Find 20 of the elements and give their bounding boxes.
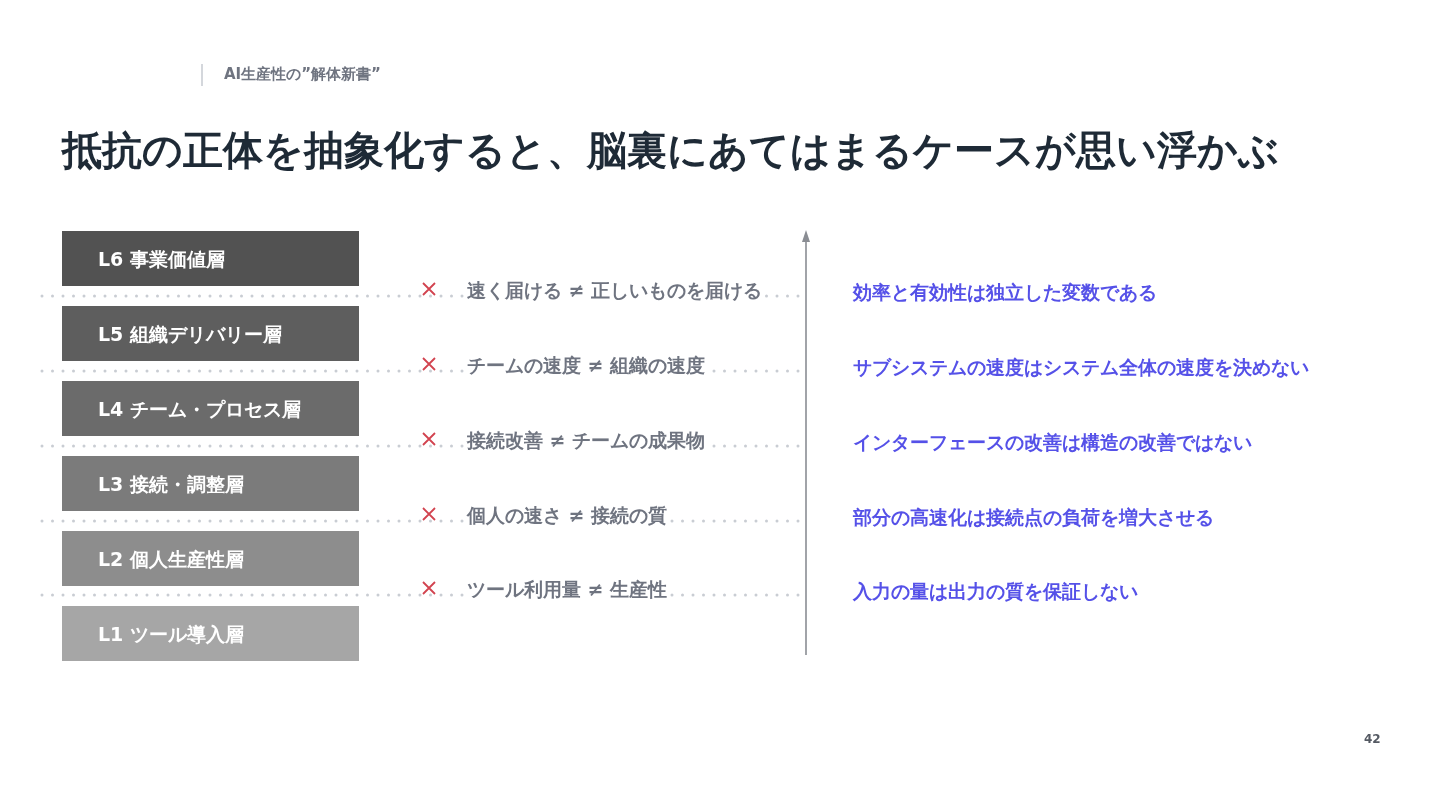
layer-box <box>62 306 359 361</box>
principle-text: 入力の量は出力の質を保証しない <box>853 580 1138 604</box>
layer-box <box>62 231 359 286</box>
page-number: 42 <box>1364 732 1381 748</box>
slide-title: 抵抗の正体を抽象化すると、脳裏にあてはまるケースが思い浮かぶ <box>62 126 1279 174</box>
principle-text: 効率と有効性は独立した変数である <box>853 281 1157 305</box>
layer-label: L5 組織デリバリー層 <box>98 322 282 345</box>
layer-box <box>62 606 359 661</box>
series-name: AI生産性の”解体新書” <box>224 65 381 85</box>
layer-label: L2 個人生産性層 <box>98 547 244 570</box>
layer-box <box>62 531 359 586</box>
layer-label: L6 事業価値層 <box>98 247 225 270</box>
layer-box <box>62 456 359 511</box>
layer-box <box>62 381 359 436</box>
layer-label: L4 チーム・プロセス層 <box>98 397 301 420</box>
principle-text: 部分の高速化は接続点の負荷を増大させる <box>853 506 1214 530</box>
principle-text: インターフェースの改善は構造の改善ではない <box>853 431 1252 455</box>
layer-label: L1 ツール導入層 <box>98 622 244 645</box>
principle-text: サブシステムの速度はシステム全体の速度を決めない <box>853 356 1309 380</box>
layer-label: L3 接続・調整層 <box>98 472 244 495</box>
